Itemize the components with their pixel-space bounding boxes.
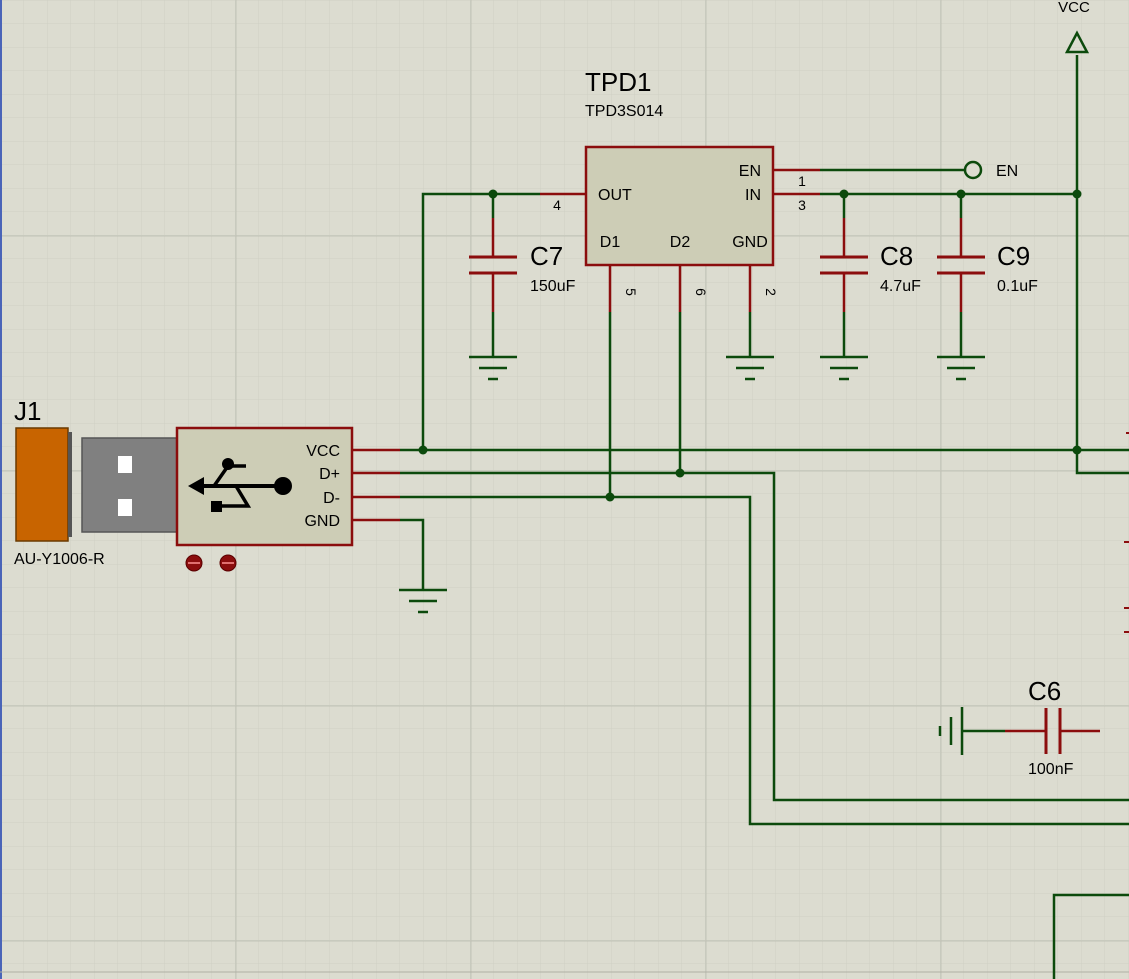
tpd1-pin-en-label: EN: [739, 163, 761, 180]
tpd1-body: [584, 145, 775, 267]
c9-value: 0.1uF: [997, 278, 1038, 295]
c9-ref: C9: [997, 241, 1030, 271]
c8-value: 4.7uF: [880, 278, 921, 295]
tpd1-value: TPD3S014: [585, 103, 663, 120]
j1-housing-edge: [68, 432, 72, 537]
tpd1-pin-out-label: OUT: [598, 187, 632, 204]
j1-pins: [352, 448, 400, 522]
junction-in-vcc: [1072, 189, 1082, 199]
ground-icon: [938, 707, 964, 755]
j1-pin-dminus-label: D-: [323, 490, 340, 507]
tpd1-pin-en-number: 1: [798, 173, 806, 189]
out-wire: [421, 192, 540, 450]
junctions: [418, 189, 1082, 502]
j1-pin-vcc-label: VCC: [306, 443, 340, 460]
tpd1-pin-d2-number: 6: [693, 288, 709, 296]
tpd1-pin-d1-label: D1: [600, 234, 621, 251]
junction-vcc-rail: [1072, 445, 1082, 455]
usb-logo-icon: [188, 458, 292, 512]
j1-plug-contact: [118, 499, 132, 516]
wires: [400, 55, 1129, 979]
tpd1-pin-out-number: 4: [553, 197, 561, 213]
j1-usb-connector[interactable]: J1 VCC D+ D- GND: [14, 396, 400, 572]
j1-pin-gnd-label: GND: [304, 513, 340, 530]
junction-d1: [605, 492, 615, 502]
en-terminal[interactable]: EN: [963, 160, 1018, 180]
capacitor-c6[interactable]: C6 100nF: [1005, 676, 1100, 778]
junction-d2: [675, 468, 685, 478]
c8-ref: C8: [880, 241, 913, 271]
j1-plug: [81, 437, 179, 533]
c6-value: 100nF: [1028, 761, 1074, 778]
c6-ref: C6: [1028, 676, 1061, 706]
capacitor-c7[interactable]: C7 150uF: [469, 194, 576, 357]
j1-housing: [15, 427, 69, 542]
tpd1-pin-d1-number: 5: [623, 288, 639, 296]
capacitor-c9[interactable]: C9 0.1uF: [937, 194, 1038, 357]
j1-mounting-pads: [185, 554, 237, 572]
tpd1-pin-gnd-label: GND: [732, 234, 768, 251]
tpd1-ref: TPD1: [585, 67, 651, 97]
tpd1-component[interactable]: TPD1 TPD3S014 OUT EN IN D1 D2 GND 4 1 3 …: [540, 67, 820, 312]
en-terminal-circle-icon: [963, 160, 983, 180]
ground-symbols: [399, 312, 985, 755]
tpd1-pin-in-number: 3: [798, 197, 806, 213]
ground-icon: [469, 355, 517, 381]
j1-value: AU-Y1006-R: [14, 551, 105, 568]
c7-value: 150uF: [530, 278, 576, 295]
tpd1-pin-d2-label: D2: [670, 234, 691, 251]
j1-gnd-wire: [400, 518, 425, 590]
j1-ref: J1: [14, 396, 41, 426]
bottom-right-wire: [1052, 893, 1129, 979]
ground-icon: [937, 355, 985, 381]
vcc-power-label: VCC: [1058, 0, 1090, 16]
junction-vcc-bus: [418, 445, 428, 455]
ground-icon: [399, 588, 447, 614]
en-terminal-label: EN: [996, 163, 1018, 180]
tpd1-pins: [540, 168, 820, 312]
tpd1-pin-in-label: IN: [745, 187, 761, 204]
ground-icon: [820, 355, 868, 381]
j1-pin-dplus-label: D+: [319, 466, 340, 483]
dplus-wire: [400, 471, 1129, 802]
vcc-arrow-icon: [1064, 30, 1090, 54]
j1-plug-contact: [118, 456, 132, 473]
c7-ref: C7: [530, 241, 563, 271]
tpd1-pin-gnd-number: 2: [763, 288, 779, 296]
vcc-power-terminal[interactable]: VCC: [1058, 0, 1090, 54]
capacitor-c8[interactable]: C8 4.7uF: [820, 194, 921, 357]
dminus-wire: [400, 495, 1129, 826]
ground-icon: [726, 312, 774, 381]
